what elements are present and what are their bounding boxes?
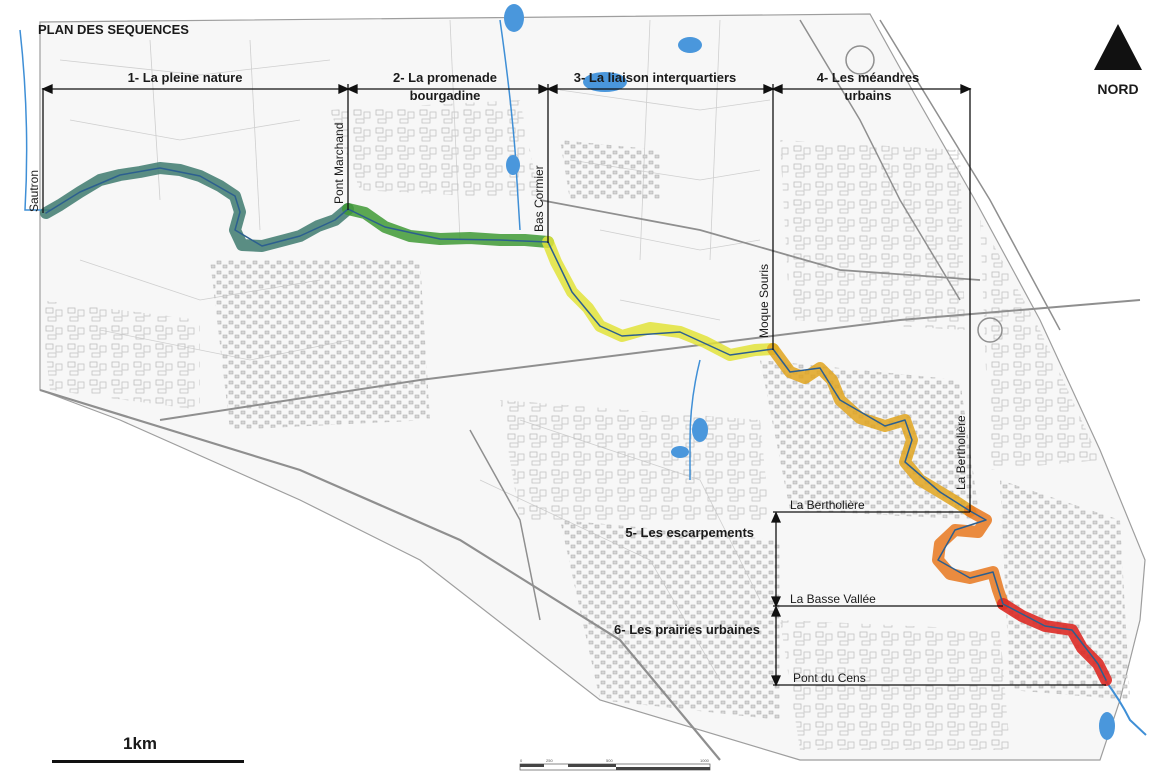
river-centerline bbox=[45, 167, 1107, 681]
graphic-scale-tick-250: 250 bbox=[546, 758, 553, 763]
pond bbox=[692, 418, 708, 442]
road-network bbox=[39, 19, 1141, 761]
sequence-5-label: 5- Les escarpements bbox=[625, 525, 754, 540]
river-sequences bbox=[40, 162, 1112, 686]
graphic-scale-tick-500: 500 bbox=[606, 758, 613, 763]
scale-bar: 1km bbox=[52, 734, 244, 763]
sequence-6-label: 6- Les prairies urbaines bbox=[614, 622, 760, 637]
pond bbox=[678, 37, 702, 53]
pond bbox=[506, 155, 520, 175]
pond bbox=[1099, 712, 1115, 740]
scale-label: 1km bbox=[123, 734, 157, 753]
place-labels: Sautron Pont Marchand Bas Cormier Moque … bbox=[27, 123, 968, 685]
sequence-3-label: 3- La liaison interquartiers bbox=[574, 70, 737, 85]
place-la-bertholiere: La Bertholière bbox=[790, 498, 865, 512]
scale-bar-line bbox=[52, 760, 244, 763]
graphic-scale-tick-1000: 1000 bbox=[700, 758, 710, 763]
sequence-2-label-line2: bourgadine bbox=[410, 88, 481, 103]
place-pont-marchand: Pont Marchand bbox=[332, 123, 346, 204]
sequence-2-label: 2- La promenade bbox=[393, 70, 497, 85]
place-la-basse-vallee: La Basse Vallée bbox=[790, 592, 876, 606]
pond bbox=[583, 72, 627, 92]
pond bbox=[671, 446, 689, 458]
graphic-scale: 0 250 500 1000 bbox=[519, 758, 711, 771]
sequence-1-label: 1- La pleine nature bbox=[128, 70, 243, 85]
north-arrow: NORD bbox=[1094, 24, 1142, 97]
north-label: NORD bbox=[1097, 81, 1138, 97]
tributary-center bbox=[689, 359, 701, 480]
tributary-west bbox=[19, 29, 50, 211]
place-la-bertholiere-vertical: La Bertholière bbox=[954, 415, 968, 490]
sequence-4-label-line2: urbains bbox=[845, 88, 892, 103]
sequence-brackets bbox=[41, 83, 1106, 687]
water-features bbox=[19, 4, 1147, 740]
tributary-north bbox=[499, 19, 521, 231]
sequence-4-label: 4- Les méandres bbox=[817, 70, 920, 85]
place-bas-cormier: Bas Cormier bbox=[532, 165, 546, 232]
graphic-scale-tick-0: 0 bbox=[520, 758, 523, 763]
north-arrow-icon bbox=[1094, 24, 1142, 70]
place-pont-du-cens: Pont du Cens bbox=[793, 671, 866, 685]
place-sautron: Sautron bbox=[27, 170, 41, 212]
map-title: PLAN DES SEQUENCES bbox=[38, 22, 189, 37]
sequence-labels: 1- La pleine nature 2- La promenade bour… bbox=[128, 70, 920, 637]
pond bbox=[504, 4, 524, 32]
place-moque-souris: Moque Souris bbox=[757, 264, 771, 338]
